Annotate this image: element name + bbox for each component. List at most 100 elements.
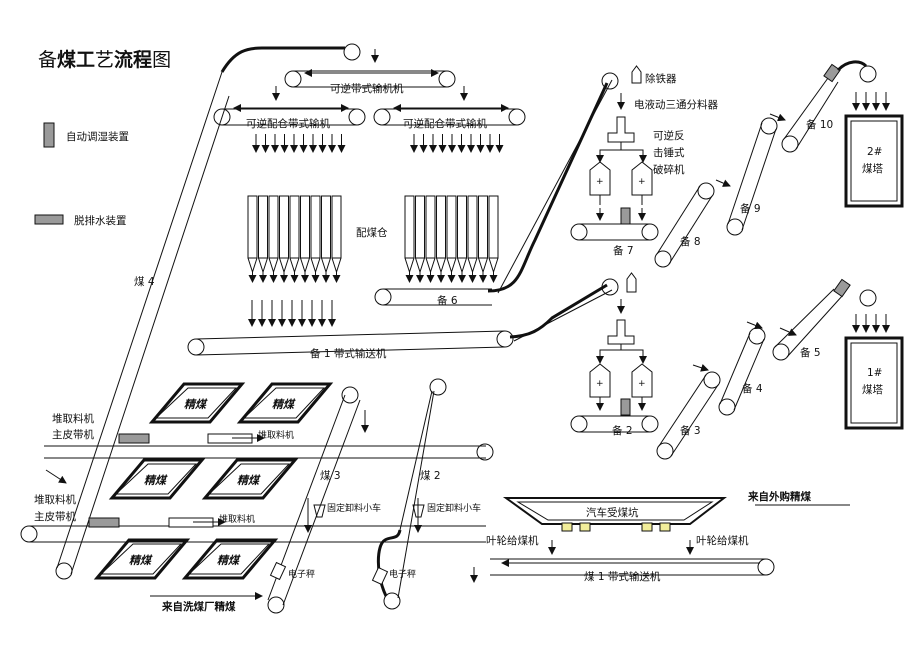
crusher-label-2: 击锤式 [653, 146, 685, 159]
drop-arrows-right [410, 134, 504, 153]
blending-bin [404, 195, 415, 283]
belt-bei7 [570, 207, 659, 241]
reversible-bin-belt-left-label: 可逆配仓带式输机 [246, 117, 330, 130]
belt-bei3 [656, 363, 721, 460]
stacker2-label: 堆取料机 [34, 493, 76, 506]
drop-arrows-left [252, 134, 346, 153]
main-belt1-label: 主皮带机 [52, 428, 94, 441]
mei2-label: 煤 2 [420, 469, 441, 482]
svg-text:+: + [596, 379, 604, 389]
bei5-label: 备 5 [800, 346, 821, 359]
blending-bin [310, 195, 321, 283]
fine-coal-pile: 精煤 [236, 382, 334, 424]
bei6-label: 备 6 [437, 294, 458, 307]
iron-remover-label: 除铁器 [645, 72, 677, 85]
blending-bin [279, 195, 289, 283]
fine-coal-label: 精煤 [144, 474, 168, 487]
from-washery-label: 来自洗煤厂精煤 [161, 600, 236, 613]
bei3-label: 备 3 [680, 424, 701, 437]
stacker-tag1-label: 堆取料机 [258, 429, 294, 441]
crusher-lower: + + [589, 363, 653, 416]
svg-text:+: + [638, 177, 646, 187]
belt-bei10 [781, 60, 877, 153]
fine-coal-label: 精煤 [272, 398, 296, 411]
reversible-belt-label: 可逆带式输机机 [330, 82, 404, 95]
belt-bei8 [654, 179, 731, 268]
three-way-splitter-upper [596, 116, 647, 163]
truck-receiving-pit [502, 497, 727, 532]
reversible-belt-top [284, 69, 456, 88]
reversible-bin-belt-right-label: 可逆配仓带式输机 [403, 117, 487, 130]
coal-tower-2 [844, 114, 904, 208]
blending-bins-left [247, 195, 342, 283]
blending-bin-label: 配煤仓 [356, 226, 388, 239]
blending-bin [425, 195, 436, 283]
fixed-tripper-a-icon [313, 504, 326, 518]
belt-bei6 [374, 72, 619, 306]
bei1-belt-label: 备 1 带式输送机 [310, 347, 387, 360]
mei4-label: 煤 4 [134, 275, 155, 288]
fine-coal-pile: 精煤 [93, 538, 191, 580]
fine-coal-pile: 精煤 [201, 458, 299, 500]
fine-coal-pile: 精煤 [148, 382, 246, 424]
belt-mei4 [55, 43, 379, 580]
bin-output-arrows [248, 300, 336, 327]
bei9-label: 备 9 [740, 202, 761, 215]
blending-bin [289, 195, 300, 283]
crusher-label-1: 可逆反 [653, 129, 685, 142]
bei4-label: 备 4 [742, 382, 763, 395]
blending-bin [300, 195, 310, 283]
belt-bei5 [772, 278, 877, 361]
page-title: 备煤工艺流程图 [38, 48, 171, 71]
iron-remover-lower-icon [626, 272, 637, 293]
dewater-device-legend-icon [34, 214, 64, 225]
fine-coal-pile: 精煤 [181, 538, 279, 580]
scale-a-label: 电子秤 [288, 568, 315, 580]
humidity-device-legend-icon [43, 122, 55, 148]
splitter-label: 电液动三通分料器 [634, 98, 718, 111]
mei3-label: 煤 3 [320, 469, 341, 482]
stacker-reclaimer-belt-2 [20, 517, 486, 543]
bei8-label: 备 8 [680, 235, 701, 248]
fixed-tripper-b-label: 固定卸料小车 [427, 502, 481, 514]
tower2-label-2: 煤塔 [862, 162, 883, 175]
belt-mei3 [267, 386, 369, 614]
blending-bin [258, 195, 268, 283]
legend-dewater-label: 脱排水装置 [74, 214, 127, 227]
fixed-tripper-a-label: 固定卸料小车 [327, 502, 381, 514]
iron-remover-icon [631, 65, 642, 84]
blending-bin [415, 195, 425, 283]
tower2-arrows [852, 92, 890, 111]
blending-bin [268, 195, 279, 283]
blending-bin [478, 195, 488, 283]
fine-coal-label: 精煤 [129, 554, 153, 567]
reversible-bin-belt-right [373, 104, 526, 126]
blending-bin [446, 195, 457, 283]
fixed-tripper-b-icon [412, 504, 425, 518]
reversible-bin-belt-left [213, 104, 366, 126]
belt-mei2 [371, 378, 447, 610]
blending-bin [436, 195, 446, 283]
belt-bei2 [570, 415, 659, 433]
belt-bei1 [187, 278, 619, 356]
stacker1-label: 堆取料机 [52, 412, 94, 425]
fine-coal-pile: 精煤 [108, 458, 206, 500]
bei10-label: 备 10 [806, 118, 833, 131]
main-belt2-label: 主皮带机 [34, 510, 76, 523]
fine-coal-label: 精煤 [237, 474, 261, 487]
fine-coal-piles: 精煤精煤精煤精煤精煤精煤 [93, 382, 334, 580]
truck-pit-label: 汽车受煤坑 [586, 506, 639, 519]
blending-bin [247, 195, 258, 283]
fine-coal-label: 精煤 [184, 398, 208, 411]
bei7-label: 备 7 [613, 244, 634, 257]
mei1-belt-label: 煤 1 带式输送机 [584, 570, 661, 583]
blending-bin [331, 195, 342, 283]
blending-bins-right [404, 195, 499, 283]
coal-tower-1 [844, 336, 904, 430]
svg-text:+: + [596, 177, 604, 187]
svg-text:+: + [638, 379, 646, 389]
belt-bei4 [718, 321, 766, 416]
stacker-reclaimer-belt-1 [44, 433, 494, 461]
tower1-label-1: 1# [867, 367, 882, 379]
